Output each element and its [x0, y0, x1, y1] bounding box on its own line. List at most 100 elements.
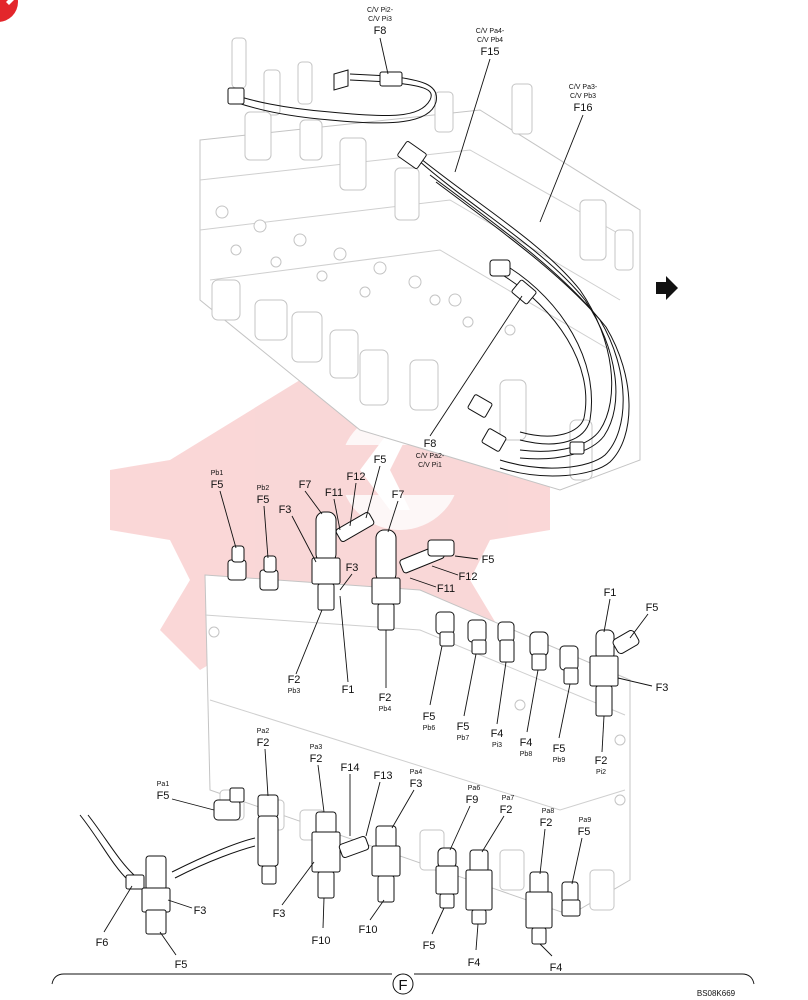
svg-text:Pa4: Pa4 [410, 769, 423, 776]
svg-text:Pa8: Pa8 [542, 808, 555, 815]
svg-text:F4: F4 [550, 962, 563, 974]
label-f4-pb8: F4 Pb8 [520, 669, 539, 758]
svg-text:F7: F7 [392, 489, 405, 501]
svg-text:F3: F3 [273, 908, 286, 920]
label-f7-right: F7 [387, 489, 405, 533]
svg-text:F3: F3 [656, 682, 669, 694]
svg-text:Pa9: Pa9 [579, 817, 592, 824]
svg-text:C/V Pa4-: C/V Pa4- [476, 28, 505, 35]
svg-text:F5: F5 [423, 711, 436, 723]
svg-text:F2: F2 [288, 674, 301, 686]
label-f3-far-left: F3 [167, 899, 206, 917]
svg-text:F4: F4 [520, 737, 533, 749]
svg-text:C/V Pa2-: C/V Pa2- [416, 453, 445, 460]
upper-label-f16: C/V Pa3- C/V Pb3 F16 [539, 84, 598, 223]
label-f4-pi3: F4 Pi3 [491, 661, 507, 749]
svg-text:Pi3: Pi3 [492, 742, 502, 749]
svg-text:F7: F7 [299, 479, 312, 491]
svg-text:F5: F5 [457, 721, 470, 733]
hose-f8-mid [467, 259, 592, 455]
hose-f16 [429, 174, 630, 477]
label-pa1: Pa1 F5 [157, 781, 215, 811]
svg-text:F2: F2 [500, 804, 513, 816]
svg-text:F16: F16 [574, 102, 593, 114]
svg-text:F3: F3 [279, 504, 292, 516]
svg-text:C/V Pb4: C/V Pb4 [477, 37, 503, 44]
label-f5-pb9: F5 Pb9 [553, 683, 571, 764]
corner-badge [0, 0, 18, 22]
svg-text:F12: F12 [459, 571, 478, 583]
label-f3-left: F3 [279, 504, 317, 563]
label-f5-top: F5 [365, 454, 387, 519]
label-pb1: Pb1 F5 [211, 470, 237, 549]
svg-text:F5: F5 [374, 454, 387, 466]
label-f12-left: F12 [347, 471, 365, 527]
label-f5-right-top: F5 [454, 554, 495, 566]
label-f5-bottom-left: F5 [159, 931, 188, 971]
svg-text:Pa6: Pa6 [468, 785, 481, 792]
upper-label-f8-mid: F8 C/V Pa2- C/V Pi1 [416, 295, 523, 469]
svg-text:F3: F3 [410, 778, 423, 790]
view-bracket: F [51, 973, 755, 995]
svg-text:F5: F5 [646, 602, 659, 614]
svg-text:C/V Pi3: C/V Pi3 [368, 16, 392, 23]
svg-text:F5: F5 [175, 959, 188, 971]
svg-text:Pb1: Pb1 [211, 470, 224, 477]
svg-text:F1: F1 [604, 587, 617, 599]
view-arrow-icon [656, 276, 678, 300]
svg-text:F10: F10 [312, 935, 331, 947]
label-f11-right: F11 [409, 577, 455, 595]
label-f5-right: F5 [629, 602, 659, 639]
svg-text:F11: F11 [325, 487, 343, 499]
svg-text:F5: F5 [423, 940, 436, 952]
label-pa8: Pa8 F2 [539, 808, 555, 875]
svg-text:Pa1: Pa1 [157, 781, 170, 788]
svg-text:Pb2: Pb2 [257, 485, 270, 492]
svg-text:F2: F2 [257, 737, 270, 749]
label-f11-left: F11 [325, 487, 343, 531]
label-pa7: Pa7 F2 [481, 795, 515, 853]
svg-text:Pa3: Pa3 [310, 744, 323, 751]
svg-text:F8: F8 [374, 25, 387, 37]
svg-text:F10: F10 [359, 924, 378, 936]
label-f10-right: F10 [359, 899, 385, 936]
svg-text:F3: F3 [346, 562, 359, 574]
svg-text:F2: F2 [310, 753, 323, 765]
svg-text:Pb6: Pb6 [423, 725, 436, 732]
svg-text:F5: F5 [578, 826, 591, 838]
svg-text:F5: F5 [157, 790, 170, 802]
upper-label-f15: C/V Pa4- C/V Pb4 F15 [454, 28, 505, 173]
svg-text:F2: F2 [540, 817, 553, 829]
upper-control-valve [199, 37, 641, 491]
label-f2-pb4: F2 Pb4 [379, 630, 392, 713]
svg-text:F13: F13 [374, 770, 393, 782]
label-f7-left: F7 [299, 479, 323, 515]
svg-text:C/V Pi2-: C/V Pi2- [367, 7, 394, 14]
label-f4-bottom-right: F4 [539, 943, 563, 974]
svg-text:F2: F2 [379, 692, 392, 704]
label-f2-pb3: F2 Pb3 [288, 609, 323, 695]
svg-text:F9: F9 [466, 794, 479, 806]
svg-text:F1: F1 [342, 684, 355, 696]
label-f4-bottom-left: F4 [468, 923, 481, 969]
svg-text:Pb8: Pb8 [520, 751, 533, 758]
label-pa9: Pa9 F5 [571, 817, 592, 885]
svg-text:Pa2: Pa2 [257, 728, 270, 735]
svg-text:Pi2: Pi2 [596, 769, 606, 776]
label-f10-left: F10 [312, 897, 331, 947]
svg-text:F8: F8 [424, 438, 437, 450]
svg-text:F2: F2 [595, 755, 608, 767]
label-f5-bottom: F5 [423, 907, 445, 952]
svg-text:Pa7: Pa7 [502, 795, 515, 802]
svg-text:F4: F4 [468, 957, 481, 969]
label-f6: F6 [96, 885, 133, 949]
label-f12-right: F12 [431, 565, 478, 583]
label-f3-bottom: F3 [273, 861, 315, 920]
label-pa2: Pa2 F2 [257, 728, 270, 797]
svg-text:F5: F5 [482, 554, 495, 566]
label-pa3: Pa3 F2 [310, 744, 325, 813]
svg-text:Pb4: Pb4 [379, 706, 392, 713]
label-pa4: Pa4 F3 [391, 769, 423, 829]
label-f5-pb6: F5 Pb6 [423, 645, 443, 732]
svg-text:Pb9: Pb9 [553, 757, 566, 764]
